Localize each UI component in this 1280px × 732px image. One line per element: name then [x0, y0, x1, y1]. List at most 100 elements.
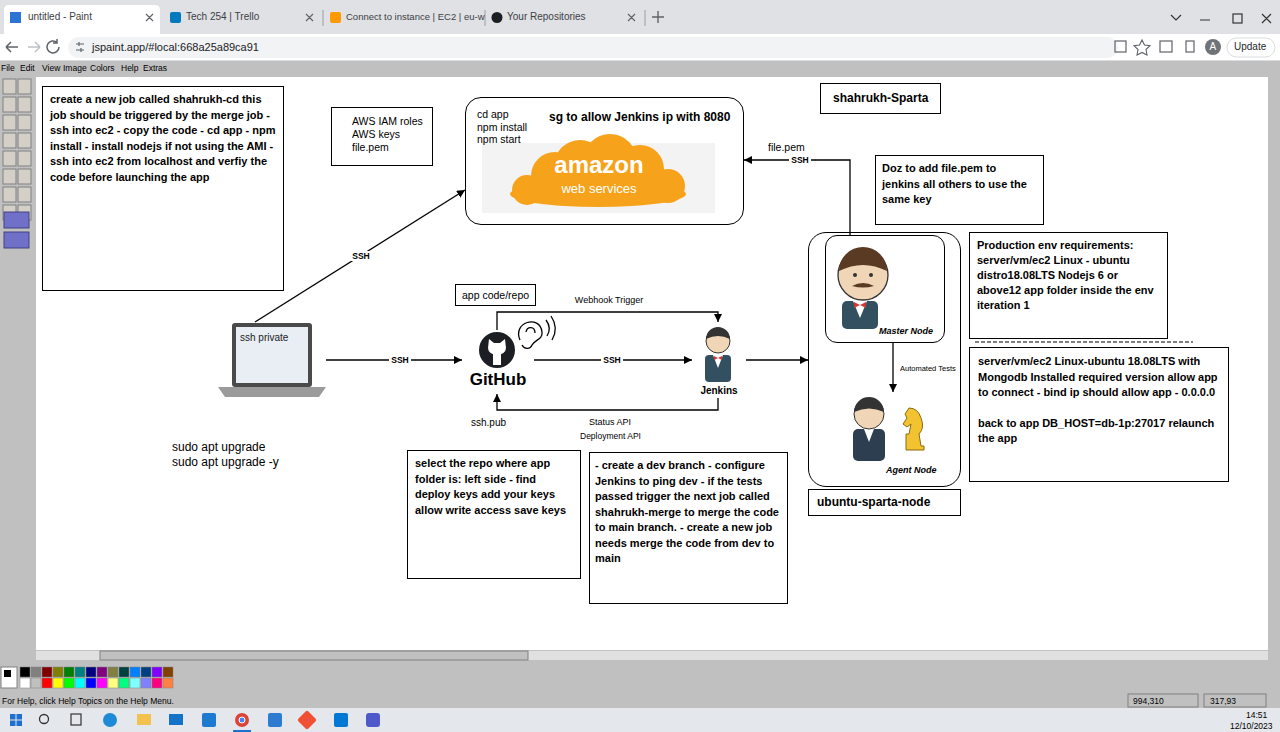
repo-box: app code/repo — [455, 284, 536, 306]
github-mark — [479, 332, 515, 368]
edge-label: SSH — [789, 155, 810, 165]
master-butler — [842, 301, 878, 329]
palette-swatch — [20, 667, 30, 677]
node-text: amazon — [511, 152, 687, 178]
palette-swatch — [130, 667, 140, 677]
palette-swatch — [130, 678, 140, 688]
node-text: Agent Node — [886, 465, 937, 476]
node-text: sg to allow Jenkins ip with 8080 — [549, 110, 734, 125]
window-controls — [1171, 14, 1271, 23]
master-butler — [853, 301, 867, 318]
palette-swatch — [97, 678, 107, 688]
paint-window — [0, 61, 1280, 708]
palette-swatch — [152, 667, 162, 677]
palette-swatch — [97, 667, 107, 677]
toolbar-icon — [1160, 41, 1172, 52]
palette-swatch — [141, 667, 151, 677]
tab-title: Connect to instance | EC2 | eu-w — [346, 11, 485, 22]
search-icon — [40, 715, 49, 724]
node-text: ubuntu-sparta-node — [808, 489, 961, 516]
chrome-divider — [0, 60, 1280, 61]
node-text: app code/repo — [462, 288, 529, 302]
scrollbar — [36, 651, 1268, 660]
status-field — [1128, 694, 1198, 707]
github-service: GitHub — [462, 330, 534, 394]
palette-swatch — [42, 667, 52, 677]
laptop-base — [218, 387, 326, 397]
connector — [255, 190, 465, 322]
palette-swatch — [86, 667, 96, 677]
connector — [497, 394, 718, 410]
dashed-separator — [975, 342, 1193, 343]
key-label: file.pem — [768, 141, 805, 154]
node-text: Master Node — [879, 326, 933, 337]
node-text: web services — [511, 181, 687, 196]
app-icon — [268, 713, 282, 727]
current-colors — [4, 670, 11, 677]
connector — [497, 312, 718, 330]
note-box: - create a dev branch - configure Jenkin… — [589, 452, 788, 604]
node-text: cd app npm install npm start — [477, 108, 530, 146]
group-outline — [808, 232, 961, 487]
laptop: ssh private — [218, 322, 326, 398]
menu-item: Extras — [143, 63, 167, 73]
app-icon — [297, 710, 317, 730]
edge-label: Webhook Trigger — [573, 295, 645, 306]
palette-swatch — [53, 667, 63, 677]
tab-icon — [330, 12, 341, 23]
requirements-box: Production env requirements: server/vm/e… — [969, 232, 1168, 339]
tool-box — [2, 78, 32, 222]
palette-swatch — [119, 678, 129, 688]
aws-cloud — [510, 134, 686, 207]
tool-option — [4, 232, 29, 248]
node-text: Doz to add file.pem to jenkins all other… — [882, 161, 1037, 208]
connector — [744, 160, 850, 235]
requirements-box: server/vm/ec2 Linux-ubuntu 18.08LTS with… — [969, 347, 1229, 482]
node-text: Jenkins — [692, 385, 746, 397]
back-button — [6, 42, 18, 52]
edge-label: SSH — [389, 355, 410, 365]
tab-icon — [170, 12, 181, 23]
command-note: sudo apt upgrade -y — [172, 455, 279, 469]
node-text: - create a dev branch - configure Jenkin… — [595, 458, 782, 567]
window-controls — [1233, 14, 1242, 23]
aws-cloud — [512, 175, 542, 205]
status-text: For Help, click Help Topics on the Help … — [2, 696, 174, 706]
palette-swatch — [20, 678, 30, 688]
title-box: shahrukh-Sparta — [820, 83, 941, 114]
node-text: Production env requirements: server/vm/e… — [977, 238, 1160, 313]
app-icon — [103, 713, 117, 727]
aws-cloud — [651, 169, 685, 203]
node-text: AWS IAM roles AWS keys file.pem — [352, 115, 428, 154]
connector — [746, 359, 808, 360]
status-coords: 317,93 — [1210, 696, 1236, 706]
master-butler — [853, 273, 857, 277]
palette-swatch — [64, 678, 74, 688]
agent-butler — [864, 429, 874, 442]
active-app-mark — [233, 730, 251, 732]
current-colors — [1, 667, 17, 688]
tab-icon — [10, 12, 21, 23]
palette-swatch — [64, 667, 74, 677]
active-tab — [4, 5, 160, 34]
master-node: Master Node — [825, 235, 945, 343]
new-tab — [652, 11, 664, 23]
forward-button — [28, 42, 40, 52]
menu-item: File — [1, 63, 15, 73]
palette-swatch — [75, 667, 85, 677]
node-group: ubuntu-sparta-node Master NodeAgent Node — [808, 232, 961, 519]
note-box: Doz to add file.pem to jenkins all other… — [875, 155, 1044, 225]
master-butler — [839, 247, 887, 271]
toolbar-icon — [1186, 41, 1194, 52]
app-icon — [137, 714, 151, 725]
tool-option — [4, 212, 29, 228]
node-text: back to app DB_HOST=db-1p:27017 relaunch… — [978, 416, 1220, 447]
palette-swatch — [75, 678, 85, 688]
jenkins-butler — [705, 355, 731, 382]
tab-title: Your Repositories — [507, 11, 586, 23]
cloud-box: cd app npm install npm start sg to allow … — [465, 97, 744, 225]
avatar-letter: A — [1210, 41, 1217, 53]
agent-node: Agent Node — [835, 392, 940, 478]
menu-item: Colors — [90, 63, 115, 73]
listening-ear — [519, 316, 556, 348]
